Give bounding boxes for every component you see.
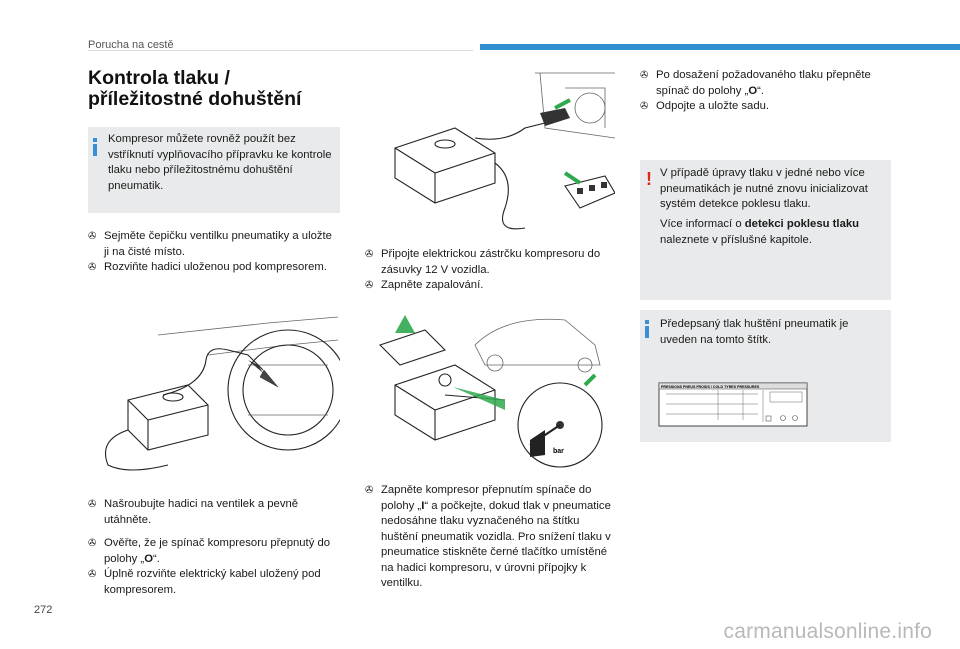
page-number: 272	[34, 604, 53, 616]
step-switch-on-compressor: Zapněte kompresor přepnutím spínače do p…	[365, 483, 617, 592]
step-connect-plug: Připojte elektrickou zástrčku kompresoru…	[365, 247, 615, 278]
watermark: carmanualsonline.info	[723, 620, 932, 643]
info-icon	[93, 138, 97, 156]
steps-list-1: Sejměte čepičku ventilku pneumatiky a ul…	[88, 229, 338, 276]
power-socket-illustration	[394, 72, 615, 230]
step-switch-off: Po dosažení požadovaného tlaku přepněte …	[640, 68, 892, 99]
gauge-unit-label: bar	[553, 448, 564, 455]
tyre-pressure-label-illustration: PRESSIONS PNEUS FROIDS / COLD TYRES PRES…	[658, 382, 808, 427]
step-check-switch: Ověřte, že je spínač kompresoru přepnutý…	[88, 536, 338, 567]
steps-list-5: Zapněte kompresor přepnutím spínače do p…	[365, 483, 617, 592]
warning-box: ! V případě úpravy tlaku v jedné nebo ví…	[640, 160, 891, 300]
step-screw-hose: Našroubujte hadici na ventilek a pevně u…	[88, 497, 338, 528]
info-box-label-text: Předepsaný tlak huštění pneumatik je uve…	[660, 318, 849, 346]
tire-compressor-illustration	[104, 316, 340, 471]
title-line-1: Kontrola tlaku /	[88, 67, 230, 89]
section-header: Porucha na cestě	[88, 39, 174, 51]
info-box-label: Předepsaný tlak huštění pneumatik je uve…	[640, 310, 891, 442]
header-rule	[88, 50, 473, 51]
info-box-text: Kompresor můžete rovněž použít bez vstří…	[108, 133, 332, 192]
label-plate-heading: PRESSIONS PNEUS FROIDS / COLD TYRES PRES…	[661, 385, 760, 389]
warning-icon: !	[646, 169, 652, 189]
warning-text-1: V případě úpravy tlaku v jedné nebo více…	[660, 167, 868, 210]
step-unroll-cable: Úplně rozviňte elektrický kabel uložený …	[88, 567, 338, 598]
page-title: Kontrola tlaku / příležitostné dohuštění	[88, 68, 301, 110]
steps-list-2: Našroubujte hadici na ventilek a pevně u…	[88, 497, 338, 528]
steps-list-3: Ověřte, že je spínač kompresoru přepnutý…	[88, 536, 338, 598]
info-icon	[645, 320, 649, 338]
pressure-gauge-illustration: bar	[378, 315, 603, 468]
info-box-compressor: Kompresor můžete rovněž použít bez vstří…	[88, 127, 340, 213]
steps-list-4: Připojte elektrickou zástrčku kompresoru…	[365, 247, 615, 294]
title-line-2: příležitostné dohuštění	[88, 88, 302, 110]
warning-text-2: Více informací o detekci poklesu tlaku n…	[660, 218, 860, 246]
step-ignition-on: Zapněte zapalování.	[365, 278, 615, 294]
step-disconnect: Odpojte a uložte sadu.	[640, 99, 892, 115]
step-unroll-hose: Rozviňte hadici uloženou pod kompresorem…	[88, 260, 338, 276]
header-accent-bar	[480, 44, 960, 50]
steps-list-6: Po dosažení požadovaného tlaku přepněte …	[640, 68, 892, 115]
step-remove-cap: Sejměte čepičku ventilku pneumatiky a ul…	[88, 229, 338, 260]
